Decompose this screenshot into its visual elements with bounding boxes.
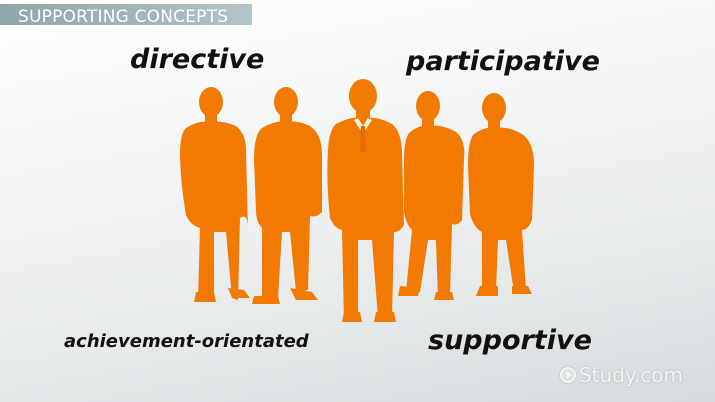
- silhouette-person-5: [468, 93, 534, 296]
- play-circle-icon: [560, 367, 576, 383]
- section-header-bar: SUPPORTING CONCEPTS: [0, 4, 252, 27]
- silhouette-person-4: [398, 91, 465, 300]
- silhouette-person-3: [327, 79, 404, 322]
- label-participative: participative: [406, 46, 600, 77]
- label-achievement-orientated: achievement-orientated: [64, 331, 309, 352]
- silhouette-person-1: [180, 87, 250, 302]
- silhouette-person-2: [252, 87, 322, 304]
- section-title: SUPPORTING CONCEPTS: [18, 7, 229, 27]
- watermark-text: Study.com: [579, 363, 683, 387]
- label-directive: directive: [130, 44, 265, 75]
- study-com-watermark: Study.com: [560, 363, 683, 387]
- label-supportive: supportive: [428, 325, 592, 356]
